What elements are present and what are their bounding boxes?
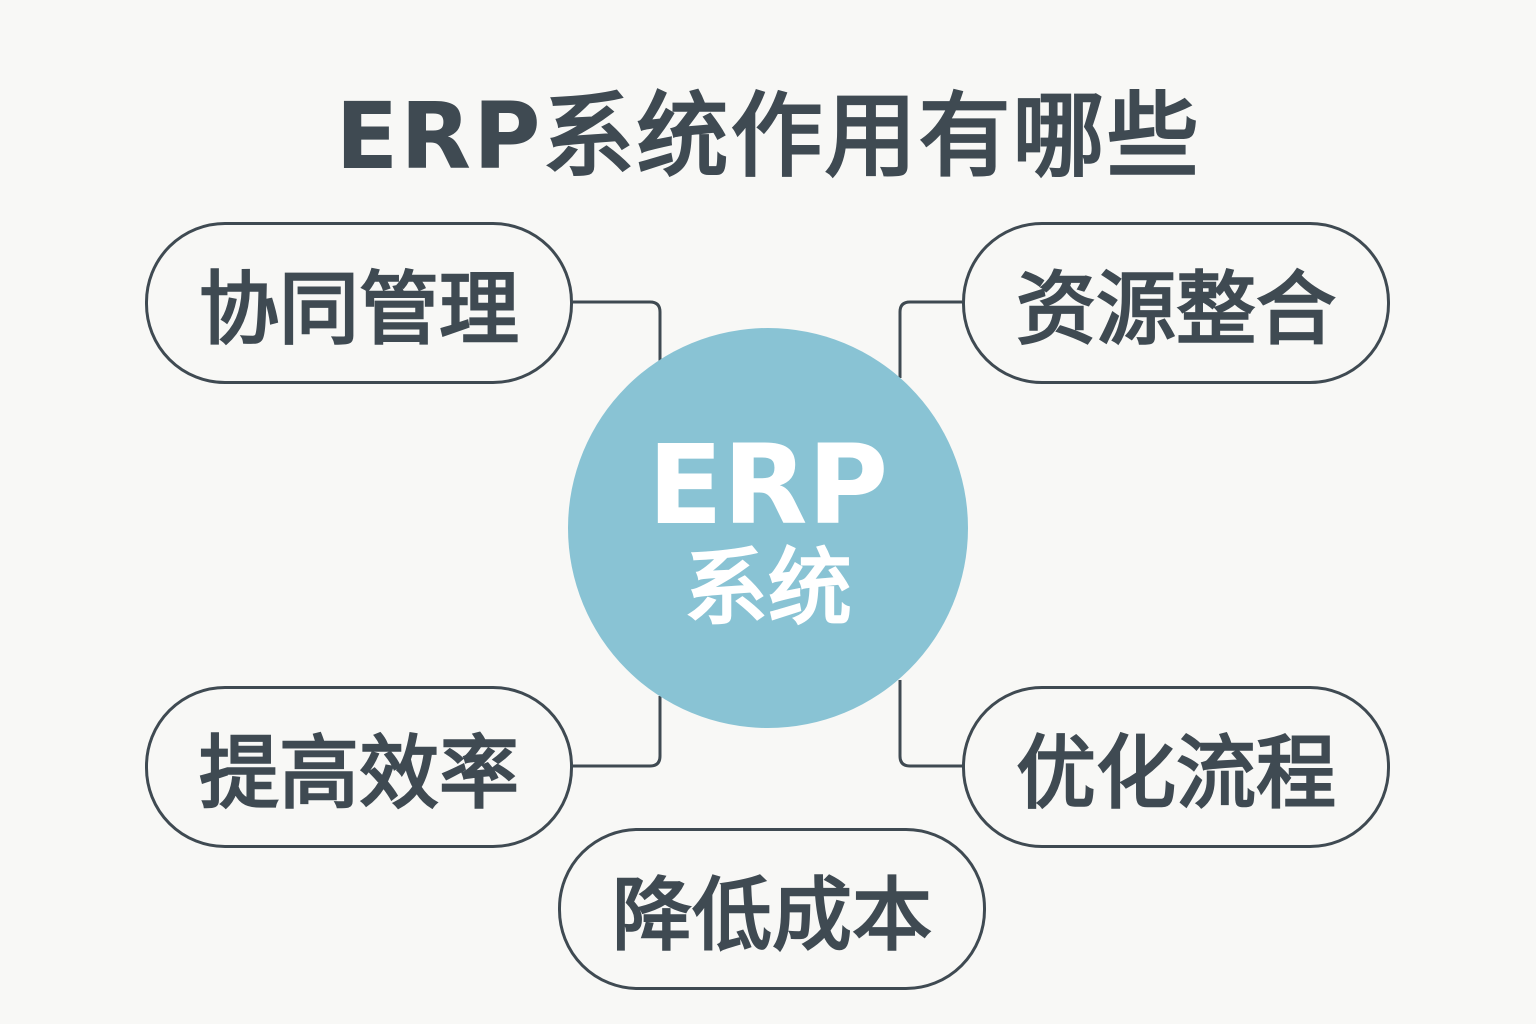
connector-bottom-left xyxy=(573,696,662,768)
connector-top-right xyxy=(898,300,962,378)
connector-top-left xyxy=(573,300,662,362)
center-node: ERP 系统 xyxy=(568,328,968,728)
node-improve-efficiency: 提高效率 xyxy=(145,686,573,848)
node-optimize-process: 优化流程 xyxy=(962,686,1390,848)
node-collaborative-management: 协同管理 xyxy=(145,222,573,384)
node-resource-integration: 资源整合 xyxy=(962,222,1390,384)
center-label-system: 系统 xyxy=(683,539,852,637)
center-label-erp: ERP xyxy=(647,421,889,549)
connector-bottom-right xyxy=(898,680,962,768)
node-reduce-cost: 降低成本 xyxy=(558,828,986,990)
page-title: ERP系统作用有哪些 xyxy=(335,83,1201,190)
